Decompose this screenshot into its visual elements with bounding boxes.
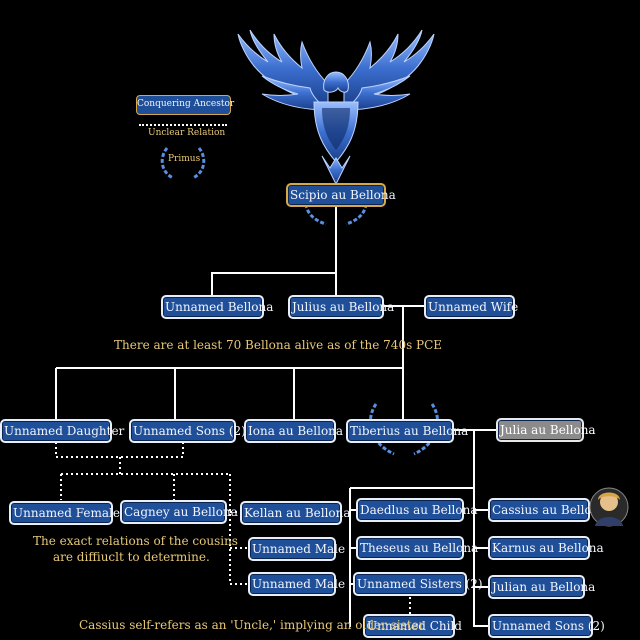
node-unnamed-bellona[interactable]: Unnamed Bellona — [161, 295, 273, 319]
node-unnamed-sisters[interactable]: Unnamed Sisters (2) — [353, 572, 483, 596]
node-cagney[interactable]: Cagney au Bellona — [120, 500, 238, 524]
legend-conquering-ancestor: Conquering Ancestor — [136, 95, 234, 115]
node-unnamed-daughter[interactable]: Unnamed Daughter — [0, 419, 124, 443]
node-kellan[interactable]: Kellan au Bellona — [240, 501, 351, 525]
node-theseus[interactable]: Theseus au Bellona — [356, 536, 478, 560]
note-cousins-line1: The exact relations of the cousins — [33, 534, 238, 548]
legend-unclear-line — [139, 124, 227, 126]
node-karnus[interactable]: Karnus au Bellona — [488, 536, 604, 560]
laurel-wreath-icon-legend — [160, 147, 206, 180]
node-tiberius[interactable]: Tiberius au Bellona — [346, 419, 468, 443]
line-scipio-children — [211, 207, 337, 295]
line-couple-children — [55, 306, 404, 419]
node-julia[interactable]: Julia au Bellona — [496, 418, 596, 442]
legend-primus-label: Primus — [168, 154, 201, 164]
note-cousins-line2: are diffiuclt to determine. — [53, 550, 210, 564]
note-cassius: Cassius self-refers as an 'Uncle,' imply… — [79, 618, 425, 632]
node-julian[interactable]: Julian au Bellona — [488, 575, 595, 599]
node-scipio[interactable]: Scipio au Bellona — [286, 183, 396, 207]
node-unnamed-sons-a[interactable]: Unnamed Sons (2) — [129, 419, 246, 443]
node-unnamed-female[interactable]: Unnamed Female — [9, 501, 120, 525]
node-unnamed-child[interactable]: Unnamed Child — [363, 614, 462, 638]
note-population: There are at least 70 Bellona alive as o… — [114, 338, 443, 352]
node-daedlus[interactable]: Daedlus au Bellona — [356, 498, 478, 522]
node-cassius[interactable]: Cassius au Bellona — [488, 498, 607, 522]
node-unnamed-male-2[interactable]: Unnamed Male — [248, 572, 345, 596]
node-unnamed-wife[interactable]: Unnamed Wife — [424, 295, 518, 319]
eagle-icon — [237, 29, 435, 186]
node-julius[interactable]: Julius au Bellona — [288, 295, 394, 319]
cassius-portrait-icon — [589, 487, 629, 527]
node-iona[interactable]: Iona au Bellona — [244, 419, 343, 443]
node-unnamed-sons-b[interactable]: Unnamed Sons (2) — [488, 614, 605, 638]
node-unnamed-male-1[interactable]: Unnamed Male — [248, 537, 345, 561]
line-cousins-unclear — [55, 442, 248, 585]
legend-unclear-label: Unclear Relation — [148, 128, 226, 138]
